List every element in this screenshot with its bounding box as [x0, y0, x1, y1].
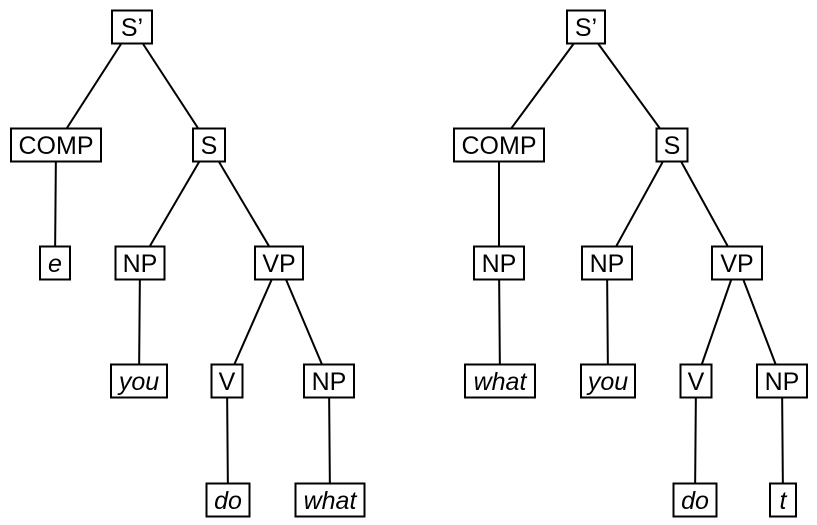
left-tree-edge-vp-np-obj: [278, 262, 330, 382]
right-tree-node-box-t: [769, 482, 797, 518]
left-tree-node-sbar: S’: [111, 9, 153, 45]
right-tree-node-box-np-subj: [581, 245, 633, 281]
right-tree-node-np-subj: NP: [581, 245, 633, 281]
left-tree-node-box-what: [294, 482, 366, 518]
left-tree-node-box-vp: [254, 245, 304, 281]
right-tree-node-box-s: [655, 127, 689, 163]
right-tree-edge-np-obj-t: [781, 380, 784, 501]
left-tree-node-box-sbar: [111, 9, 153, 45]
left-tree-node-box-np-obj: [303, 363, 355, 399]
left-tree-node-s: S: [192, 127, 226, 163]
right-tree-node-box-what: [464, 363, 536, 399]
right-tree-node-box-sbar: [566, 9, 606, 45]
left-tree-edge-sbar-s: [131, 26, 210, 146]
right-tree-node-np-obj: NP: [756, 363, 808, 399]
right-tree-node-label-sbar: S’: [575, 14, 597, 42]
right-tree-node-do: do: [672, 482, 718, 518]
left-tree-node-label-np-subj: NP: [123, 250, 158, 278]
left-tree-node-comp: COMP: [10, 127, 102, 163]
right-tree-node-box-vp: [711, 245, 763, 281]
right-tree-node-you: you: [580, 363, 636, 399]
right-tree-node-box-np-obj: [756, 363, 808, 399]
right-tree-edge-vp-np-obj: [736, 262, 783, 382]
left-tree-node-box-v: [210, 363, 244, 399]
right-tree-node-label-you: you: [586, 368, 628, 396]
right-tree-node-v: V: [679, 363, 713, 399]
left-tree-node-label-np-obj: NP: [312, 368, 347, 396]
right-tree-node-sbar: S’: [566, 9, 606, 45]
left-tree-node-v: V: [210, 363, 244, 399]
left-tree-node-label-s: S: [201, 132, 218, 160]
left-tree-edge-v-do: [226, 380, 229, 501]
right-tree-edge-v-do: [694, 380, 697, 501]
left-tree-edge-comp-e: [54, 144, 57, 264]
left-tree-node-box-s: [192, 127, 226, 163]
left-tree-edge-sbar-comp: [55, 26, 133, 146]
right-tree-node-label-v: V: [688, 368, 705, 396]
left-tree-node-box-e: [39, 245, 71, 281]
right-tree-node-box-np-comp: [473, 245, 525, 281]
left-tree-node-do: do: [205, 482, 251, 518]
left-tree-node-label-what: what: [304, 487, 358, 515]
right-tree-edge-s-vp: [671, 144, 738, 264]
right-tree-node-label-np-subj: NP: [590, 250, 625, 278]
right-tree-edge-vp-v: [695, 262, 738, 382]
left-tree-node-box-comp: [10, 127, 102, 163]
right-tree-node-t: t: [769, 482, 797, 518]
left-tree-node-label-comp: COMP: [19, 132, 94, 160]
right-tree-node-label-what: what: [474, 368, 528, 396]
right-tree-node-what: what: [464, 363, 536, 399]
left-tree-node-label-do: do: [214, 487, 242, 515]
right-tree-node-np-comp: NP: [473, 245, 525, 281]
right-tree-node-comp: COMP: [453, 127, 545, 163]
right-tree-node-box-do: [672, 482, 718, 518]
left-tree-node-label-vp: VP: [262, 250, 295, 278]
left-tree-node-label-sbar: S’: [121, 14, 143, 42]
left-tree-edge-s-np-subj: [139, 144, 210, 264]
right-tree-node-label-do: do: [681, 487, 709, 515]
right-tree-edge-s-np-subj: [606, 144, 673, 264]
right-tree-node-label-np-obj: NP: [765, 368, 800, 396]
left-tree-node-label-e: e: [48, 250, 62, 278]
left-tree-edge-s-vp: [208, 144, 280, 264]
left-tree-edge-np-subj-you: [138, 262, 141, 382]
left-tree-node-label-v: V: [219, 368, 236, 396]
right-tree-node-label-t: t: [780, 487, 788, 515]
right-tree-node-label-np-comp: NP: [482, 250, 517, 278]
right-tree-node-box-you: [580, 363, 636, 399]
right-tree-node-label-s: S: [664, 132, 681, 160]
left-tree-node-e: e: [39, 245, 71, 281]
right-tree-edge-sbar-comp: [498, 26, 587, 146]
right-tree-edge-sbar-s: [585, 26, 673, 146]
left-tree-node-what: what: [294, 482, 366, 518]
right-tree-edge-np-comp-what: [498, 262, 501, 382]
left-tree-edge-vp-v: [226, 262, 280, 382]
right-tree-node-label-comp: COMP: [462, 132, 537, 160]
right-tree-node-box-v: [679, 363, 713, 399]
left-tree-node-box-do: [205, 482, 251, 518]
left-tree-node-box-you: [110, 363, 168, 399]
right-tree-node-label-vp: VP: [720, 250, 753, 278]
left-tree-node-box-np-subj: [114, 245, 166, 281]
right-tree-node-vp: VP: [711, 245, 763, 281]
left-tree-node-vp: VP: [254, 245, 304, 281]
left-tree-node-np-obj: NP: [303, 363, 355, 399]
right-tree-node-s: S: [655, 127, 689, 163]
right-tree-edge-np-subj-you: [606, 262, 609, 382]
left-tree-node-you: you: [110, 363, 168, 399]
left-tree-edge-np-obj-what: [328, 380, 331, 501]
left-tree-node-label-you: you: [117, 368, 159, 396]
right-tree-node-box-comp: [453, 127, 545, 163]
left-tree-node-np-subj: NP: [114, 245, 166, 281]
